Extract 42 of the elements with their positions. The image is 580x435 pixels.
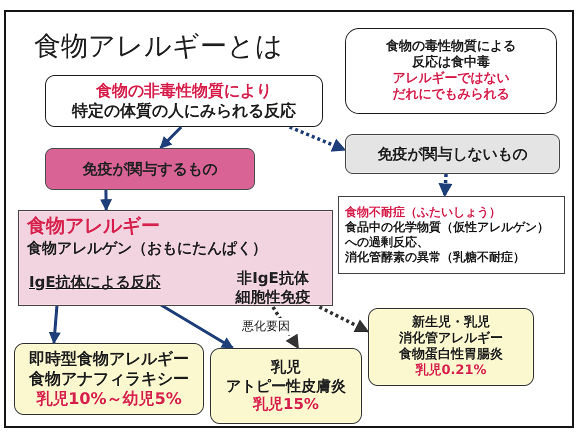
node-text: 乳児 bbox=[271, 358, 301, 377]
title: 食物アレルギーとは bbox=[34, 30, 283, 64]
note-box bbox=[345, 28, 557, 114]
node-text: 非IgE抗体 bbox=[237, 269, 309, 288]
node-text: 乳児15% bbox=[253, 395, 319, 414]
node-text: だれにでもみられる bbox=[392, 87, 510, 104]
outcome-box bbox=[210, 348, 362, 424]
node-text: 食品中の化学物質（仮性アレルゲン）への過剰反応、 bbox=[345, 220, 550, 250]
node-text: 食物の毒性物質による bbox=[386, 38, 516, 54]
node-text: 食物の非毒性物質により bbox=[96, 81, 272, 101]
node-text: アトピー性皮膚炎 bbox=[226, 376, 346, 396]
node-text: 食物蛋白性胃腸炎 bbox=[399, 347, 503, 363]
reaction-text: IgE抗体による反応 bbox=[25, 271, 185, 293]
node-text: 即時型食物アレルギー bbox=[29, 349, 189, 369]
node-text: 反応は食中毒 bbox=[412, 54, 490, 71]
node-text: 乳児10%～幼児5% bbox=[36, 389, 182, 409]
node-text: 新生児・乳児 bbox=[412, 314, 490, 331]
node-text: 食物アナフィラキシー bbox=[29, 369, 189, 389]
outcome-box bbox=[368, 308, 534, 386]
category-box: 免疫が関与しないもの bbox=[345, 134, 560, 174]
node-text: 消化管酵素の異常（乳糖不耐症） bbox=[345, 250, 525, 265]
node-text: 細胞性免疫 bbox=[236, 288, 310, 307]
arrow bbox=[438, 174, 452, 198]
category-box: 免疫が関与するもの bbox=[45, 148, 255, 190]
arrow bbox=[48, 304, 61, 344]
description-box bbox=[338, 196, 565, 274]
arrow bbox=[288, 125, 346, 152]
node-text: アレルギーではない bbox=[392, 71, 510, 88]
node-text: 食物アレルギー bbox=[27, 215, 160, 239]
edge-label: 悪化要因 bbox=[240, 318, 292, 335]
arrow bbox=[160, 304, 234, 350]
arrow bbox=[159, 126, 182, 150]
node-text: 消化管アレルギー bbox=[399, 330, 503, 347]
node-text: 乳児0.21% bbox=[415, 363, 487, 380]
allergy-panel bbox=[18, 210, 333, 306]
arrow bbox=[100, 190, 112, 212]
outcome-box bbox=[14, 343, 204, 415]
node-text: 食物不耐症（ふたいしょう） bbox=[345, 205, 501, 220]
process-box bbox=[45, 75, 323, 127]
node-text: 食物アレルゲン（おもにたんぱく） bbox=[27, 238, 267, 258]
node-text: 特定の体質の人にみられる反応 bbox=[72, 101, 296, 121]
arrow bbox=[318, 305, 370, 333]
